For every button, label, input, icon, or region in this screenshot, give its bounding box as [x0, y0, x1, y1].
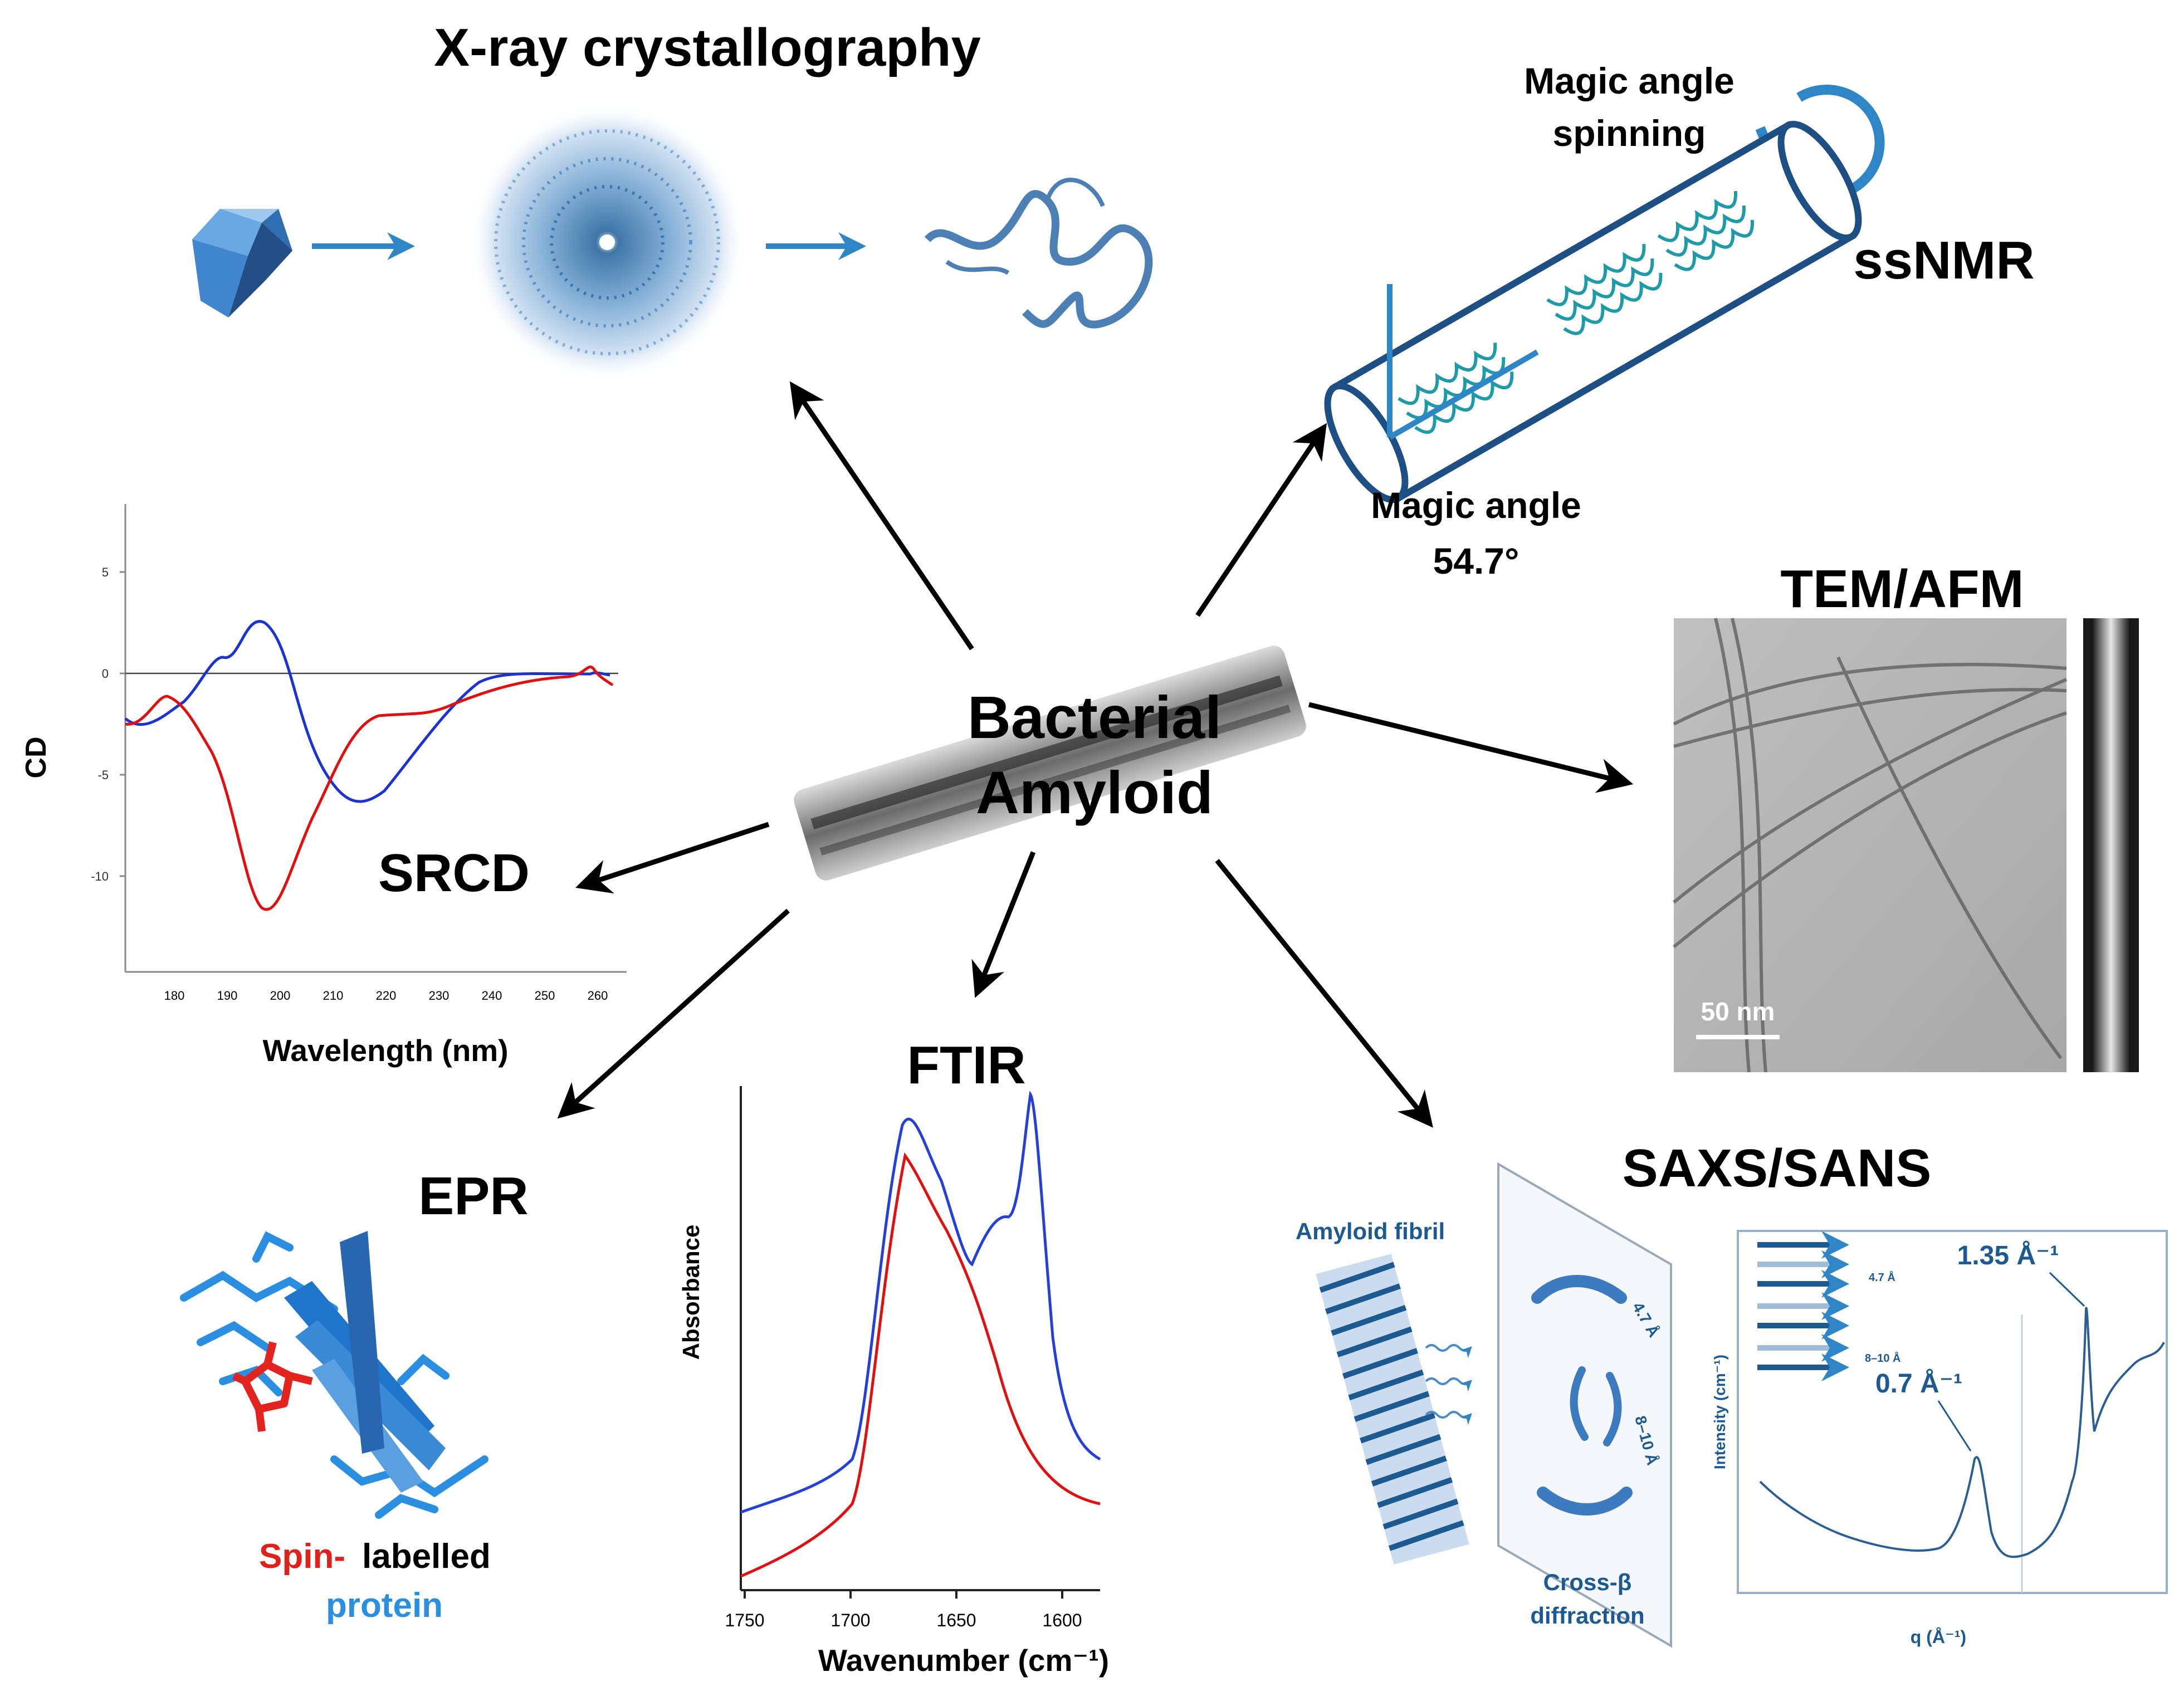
arrow-to-saxs	[1215, 859, 1433, 1128]
saxs-peak-pointers	[1937, 1272, 2085, 1451]
epr-caption-red: Spin-	[259, 1537, 345, 1576]
amyloid-fibril-icon	[1316, 1254, 1469, 1565]
saxs-diffraction-line1: Cross-β	[1543, 1569, 1632, 1595]
incident-beam-icon	[1425, 1344, 1472, 1425]
epr-caption-black: labelled	[362, 1537, 491, 1576]
afm-image	[2083, 618, 2139, 1072]
epr-caption-blue: protein	[326, 1586, 443, 1625]
saxs-inset-47: 4.7 Å	[1869, 1270, 1895, 1284]
center-arrows	[557, 381, 1634, 1128]
detector-plane: 4.7 Å 8–10 Å	[1497, 1162, 1672, 1648]
ftir-xtick-1650: 1650	[936, 1610, 976, 1630]
ssnmr-title: ssNMR	[1853, 231, 2034, 290]
arrow-to-ftir	[971, 851, 1036, 998]
center-title-line1: Bacterial	[968, 683, 1222, 751]
saxs-peak1-label: 0.7 Å⁻¹	[1875, 1368, 1962, 1399]
center-title-line2: Amyloid	[976, 759, 1213, 826]
saxs-fibril-label: Amyloid fibril	[1296, 1218, 1445, 1244]
srcd-ylabel: CD	[20, 736, 52, 778]
ftir-title: FTIR	[907, 1035, 1025, 1095]
srcd-xtick-190: 190	[217, 989, 238, 1003]
srcd-chart: 5 0 -5 -10 180 190 200 210 220 230 240 2…	[20, 504, 627, 1068]
srcd-xtick-200: 200	[270, 989, 291, 1003]
srcd-ytick-5: 5	[102, 565, 109, 579]
arrow-to-epr	[557, 908, 790, 1119]
saxs-inset-strands	[1757, 1231, 1849, 1381]
spin-labelled-protein-structure	[180, 1231, 488, 1519]
center-fibril	[794, 646, 1306, 881]
diffraction-pattern-icon	[468, 103, 746, 382]
ftir-xtick-1700: 1700	[830, 1610, 870, 1630]
arrow-to-xray	[789, 381, 974, 651]
srcd-xtick-220: 220	[376, 989, 397, 1003]
srcd-curve-red	[125, 666, 614, 911]
srcd-xlabel: Wavelength (nm)	[262, 1033, 508, 1068]
crystal-icon	[192, 209, 292, 317]
arrow-to-ssnmr	[1195, 423, 1327, 617]
arrow-to-tem	[1308, 702, 1634, 793]
srcd-curve-blue	[124, 620, 610, 803]
srcd-ytick-0: 0	[102, 667, 109, 681]
tem-micrograph: 50 nm	[1673, 618, 2068, 1073]
arrow-to-srcd	[575, 822, 770, 894]
saxs-peak2-label: 1.35 Å⁻¹	[1957, 1240, 2059, 1270]
ftir-curve-blue	[740, 1091, 1101, 1514]
electron-density-map-icon	[924, 178, 1153, 329]
tem-title: TEM/AFM	[1780, 559, 2024, 619]
srcd-x-ticks: 180 190 200 210 220 230 240 250 260	[164, 989, 608, 1003]
srcd-xtick-240: 240	[482, 989, 502, 1003]
ftir-ylabel: Absorbance	[678, 1225, 704, 1360]
ssnmr-spin-label-line1: Magic angle	[1524, 60, 1735, 101]
tem-scale-label: 50 nm	[1701, 997, 1775, 1026]
ssnmr-spin-label-line2: spinning	[1553, 113, 1706, 154]
srcd-xtick-260: 260	[588, 989, 608, 1003]
saxs-diffraction-line2: diffraction	[1530, 1602, 1644, 1629]
saxs-plot: 4.7 Å 8–10 Å 0.7 Å⁻¹ 1.35 Å⁻¹ Intensity …	[1711, 1230, 2168, 1647]
srcd-y-ticks: 5 0 -5 -10	[91, 565, 125, 883]
saxs-inset-810: 8–10 Å	[1865, 1351, 1901, 1365]
srcd-xtick-230: 230	[429, 989, 449, 1003]
srcd-xtick-180: 180	[164, 989, 185, 1003]
ftir-xtick-1750: 1750	[725, 1610, 764, 1630]
epr-title: EPR	[418, 1166, 528, 1226]
srcd-ytick-m10: -10	[91, 869, 109, 883]
saxs-ylabel: Intensity (cm⁻¹)	[1711, 1355, 1728, 1469]
saxs-curve	[1759, 1307, 2165, 1558]
rotor-cylinder-icon	[1324, 120, 1862, 504]
ftir-xlabel: Wavenumber (cm⁻¹)	[818, 1643, 1109, 1678]
srcd-xtick-250: 250	[535, 989, 555, 1003]
ftir-chart: 1750 1700 1650 1600 Absorbance Wavenumbe…	[678, 1086, 1109, 1678]
srcd-ytick-m5: -5	[97, 768, 109, 782]
saxs-title: SAXS/SANS	[1623, 1138, 1932, 1198]
xray-title: X-ray crystallography	[434, 18, 981, 77]
ftir-curve-red	[740, 1152, 1101, 1578]
srcd-xtick-210: 210	[323, 989, 344, 1003]
ssnmr-angle-label-line2: 54.7°	[1433, 540, 1519, 581]
magic-angle-lines	[1387, 284, 1539, 440]
saxs-xlabel: q (Å⁻¹)	[1911, 1627, 1966, 1647]
srcd-title: SRCD	[378, 843, 530, 903]
ftir-xtick-1600: 1600	[1042, 1610, 1082, 1630]
ssnmr-angle-label-line1: Magic angle	[1371, 485, 1581, 526]
